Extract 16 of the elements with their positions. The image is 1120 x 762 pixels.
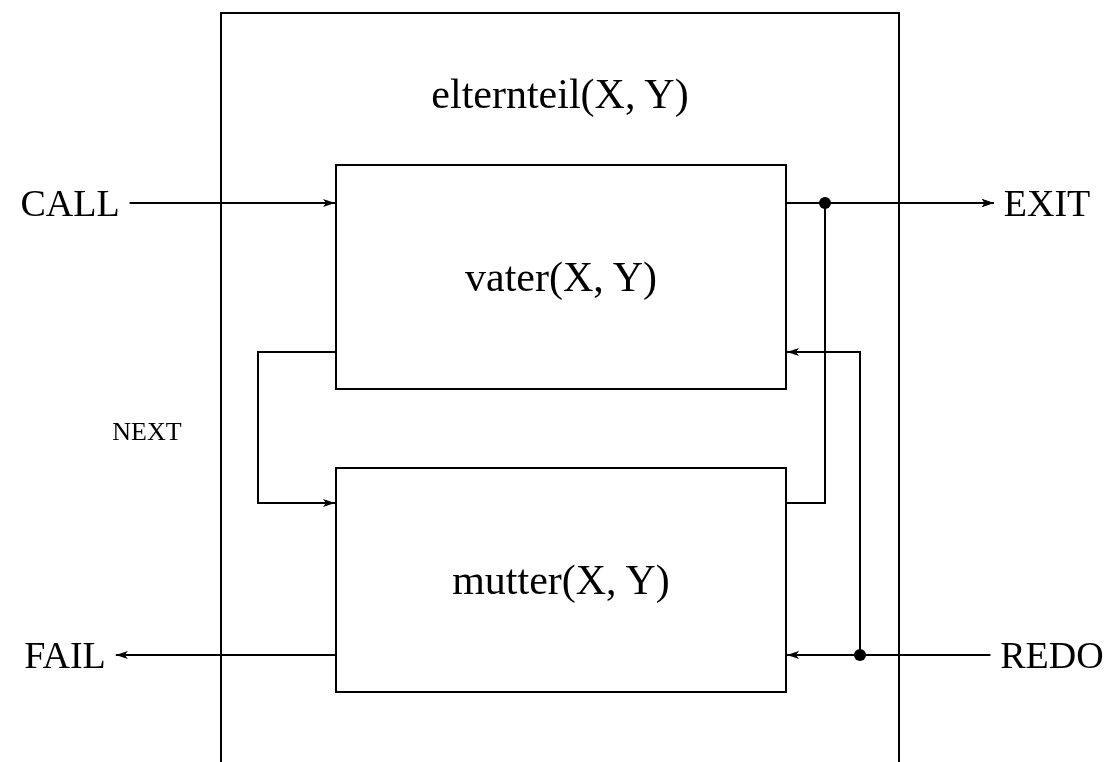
port-label: EXIT bbox=[1003, 181, 1091, 225]
arrow bbox=[786, 348, 992, 656]
box-title: mutter(X, Y) bbox=[452, 555, 670, 605]
outer-box bbox=[220, 12, 900, 762]
box-title: vater(X, Y) bbox=[465, 252, 657, 302]
arrow bbox=[128, 199, 336, 207]
process-box bbox=[335, 164, 787, 390]
port-label: REDO bbox=[1000, 633, 1104, 677]
port-label: CALL bbox=[20, 181, 120, 225]
arrow bbox=[257, 351, 336, 507]
process-box bbox=[335, 467, 787, 693]
port-label: FAIL bbox=[24, 633, 106, 677]
edge-label: NEXT bbox=[112, 417, 182, 447]
arrow bbox=[114, 651, 336, 659]
arrow bbox=[786, 199, 995, 504]
box-title: elternteil(X, Y) bbox=[431, 70, 689, 119]
